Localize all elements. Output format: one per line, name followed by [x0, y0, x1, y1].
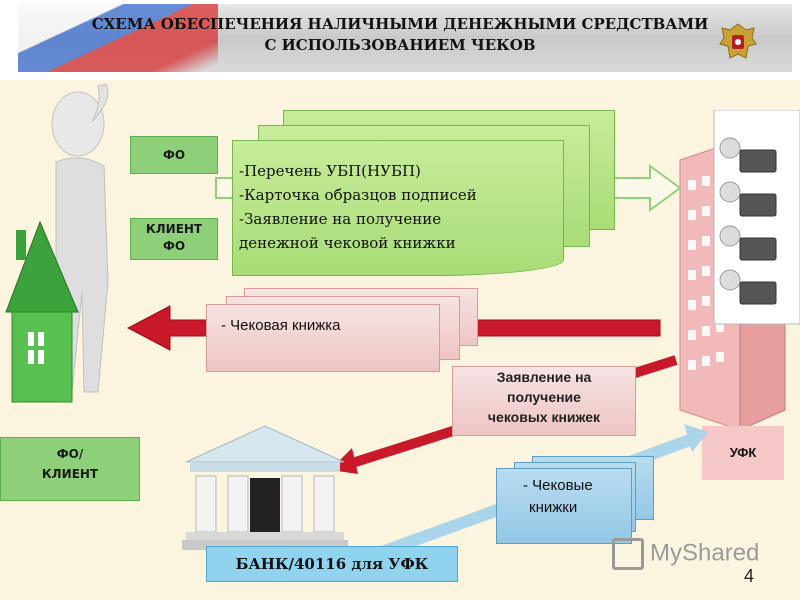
fo-client-label-line-1: ФО/ — [56, 447, 84, 461]
bank-building-icon — [182, 425, 348, 550]
checkbooks-line-1: - Чековые — [523, 477, 593, 494]
blue-doc-front: - Чековые книжки — [496, 468, 632, 544]
flag-decoration — [18, 4, 218, 72]
document-list-item-4: денежной чековой книжки — [239, 234, 456, 252]
watermark-text: MyShared — [650, 539, 760, 567]
ufk-building-icon — [679, 110, 800, 430]
page-number: 4 — [744, 566, 755, 586]
emblem-icon — [719, 23, 757, 59]
document-list-item-2: -Карточка образцов подписей — [239, 186, 477, 204]
watermark: MyShared — [612, 538, 759, 570]
header-banner — [18, 4, 792, 72]
person-with-house-icon — [5, 83, 109, 403]
blue-arrowhead — [684, 424, 708, 452]
pink-doc-front: - Чековая книжка — [206, 304, 440, 372]
green-doc-front: -Перечень УБП(НУБП) -Карточка образцов п… — [232, 140, 564, 276]
application-line-3: чековых книжек — [487, 409, 601, 425]
document-list-item-3: -Заявление на получение — [239, 210, 442, 228]
ufk-label: УФК — [702, 426, 784, 480]
application-note: Заявление на получение чековых книжек — [452, 366, 636, 436]
application-line-1: Заявление на — [496, 369, 592, 385]
document-list: -Перечень УБП(НУБП) -Карточка образцов п… — [233, 141, 563, 255]
client-fo-label-line-1: КЛИЕНТ — [145, 222, 203, 236]
fo-client-label: ФО/ КЛИЕНТ — [0, 437, 140, 501]
presentation-icon — [612, 538, 644, 570]
client-fo-label-line-2: ФО — [162, 239, 186, 253]
checkbook-text: - Чековая книжка — [221, 317, 341, 334]
document-list-item-1: -Перечень УБП(НУБП) — [239, 162, 421, 180]
title-line-1: СХЕМА ОБЕСПЕЧЕНИЯ НАЛИЧНЫМИ ДЕНЕЖНЫМИ СР… — [91, 15, 709, 33]
title-line-2: С ИСПОЛЬЗОВАНИЕМ ЧЕКОВ — [264, 36, 536, 54]
client-fo-label: КЛИЕНТ ФО — [130, 218, 218, 260]
application-line-2: получение — [507, 389, 581, 405]
checkbooks-line-2: книжки — [529, 499, 578, 516]
fo-label: ФО — [130, 136, 218, 174]
page-title: СХЕМА ОБЕСПЕЧЕНИЯ НАЛИЧНЫМИ ДЕНЕЖНЫМИ СР… — [60, 14, 740, 56]
bank-label: БАНК/40116 для УФК — [206, 546, 458, 582]
fo-client-label-line-2: КЛИЕНТ — [41, 467, 99, 481]
